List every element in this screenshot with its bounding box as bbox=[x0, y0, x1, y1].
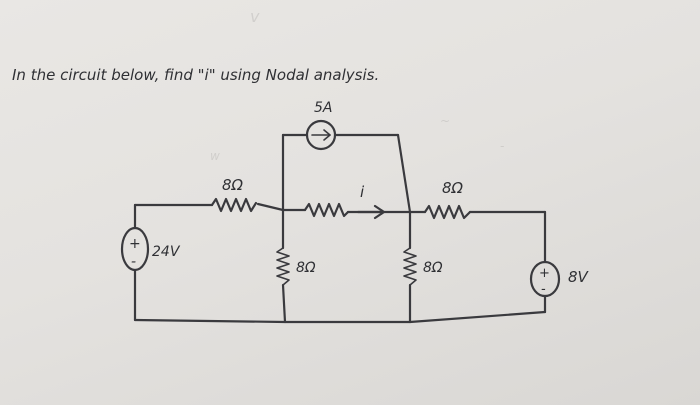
label-resistor-middle: 8Ω bbox=[296, 260, 316, 276]
label-current-source: 5A bbox=[314, 100, 332, 116]
resistor-top-left bbox=[210, 197, 258, 213]
label-resistor-right-vertical: 8Ω bbox=[423, 260, 443, 276]
svg-text:~: ~ bbox=[440, 114, 450, 128]
polarity-minus-right: - bbox=[541, 282, 546, 297]
svg-text:-: - bbox=[500, 139, 504, 153]
polarity-plus-right: + bbox=[539, 266, 550, 281]
label-24v: 24V bbox=[152, 244, 181, 260]
label-current-i: i bbox=[360, 183, 365, 201]
label-8v: 8V bbox=[568, 268, 590, 286]
problem-statement: In the circuit below, find "i" using Nod… bbox=[12, 66, 379, 84]
polarity-minus-left: - bbox=[131, 254, 136, 270]
svg-text:w: w bbox=[210, 149, 220, 163]
current-source bbox=[305, 119, 337, 151]
svg-text:v: v bbox=[250, 7, 260, 26]
resistor-right-vertical bbox=[403, 247, 417, 286]
voltage-source-left: + - bbox=[120, 226, 150, 272]
resistor-top-right bbox=[423, 204, 472, 220]
bleed-through-marks: v w ~ - bbox=[210, 7, 504, 163]
voltage-source-right: + - bbox=[529, 260, 561, 298]
polarity-plus-left: + bbox=[129, 236, 141, 252]
resistor-left-vertical bbox=[276, 247, 290, 286]
label-resistor-top-right: 8Ω bbox=[442, 179, 464, 197]
resistor-middle-horizontal bbox=[303, 202, 350, 218]
current-arrow-i bbox=[356, 204, 386, 220]
wires bbox=[133, 133, 547, 324]
label-resistor-top-left: 8Ω bbox=[222, 176, 244, 194]
